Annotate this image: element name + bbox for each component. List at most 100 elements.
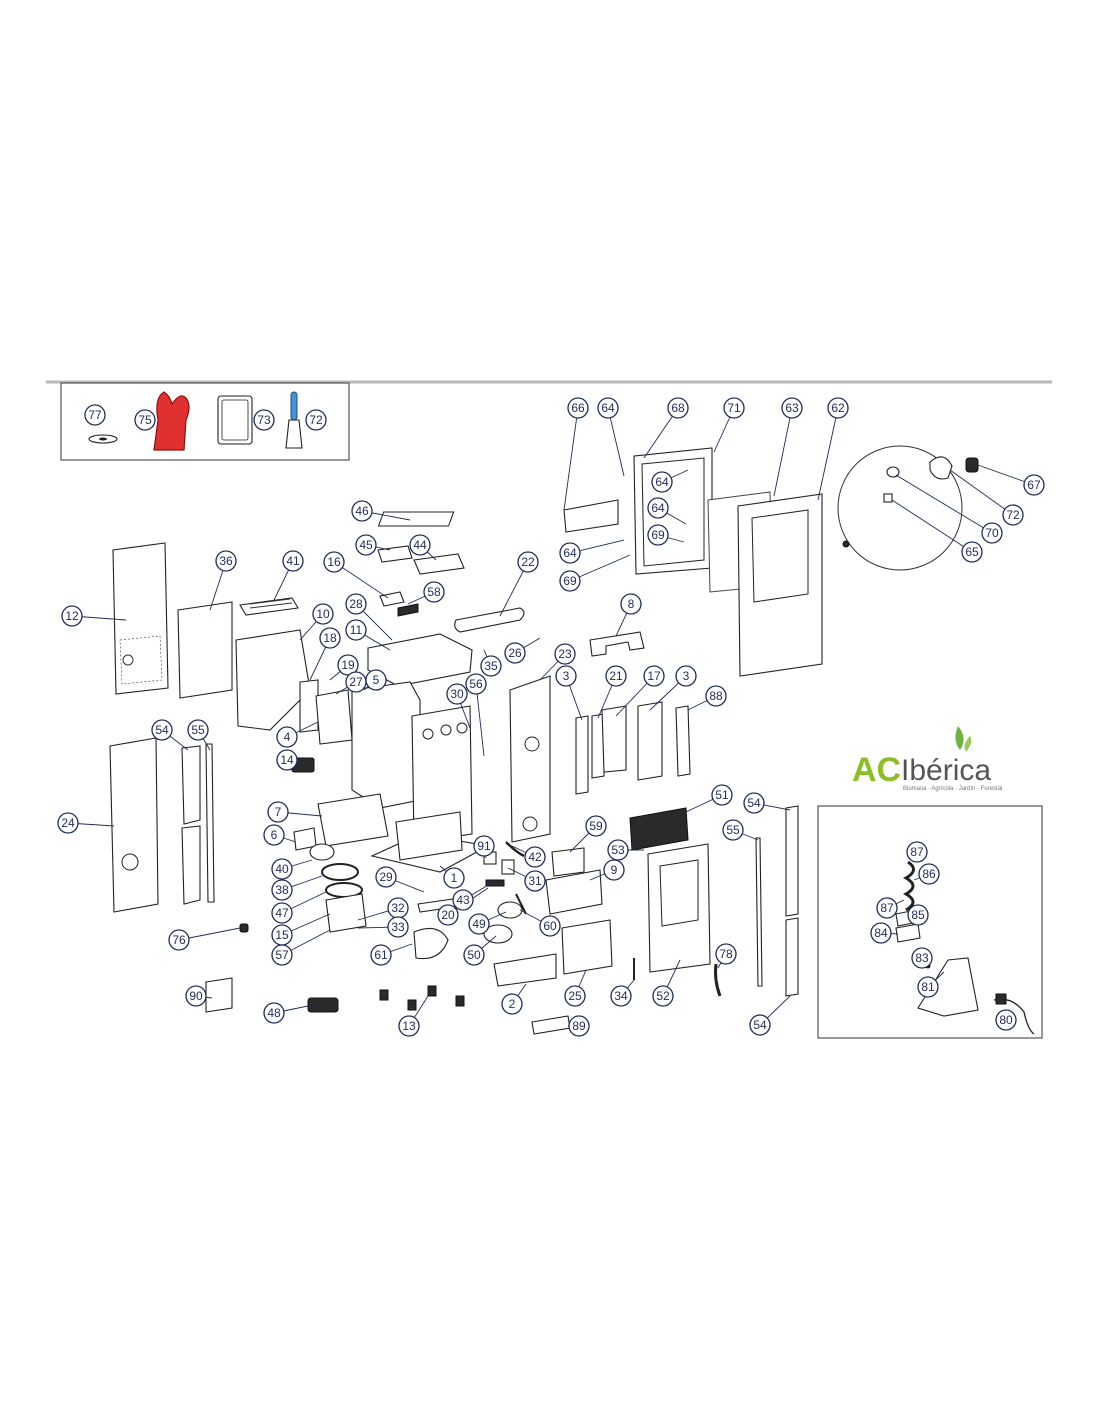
leader-line	[475, 683, 485, 757]
callout-90: 90	[185, 985, 207, 1007]
callout-circle	[906, 841, 928, 863]
callout-circle	[568, 1015, 590, 1037]
callout-64: 64	[647, 497, 669, 519]
callout-13: 13	[398, 1015, 420, 1037]
grid-25	[561, 919, 613, 975]
callout-circle	[711, 784, 733, 806]
callout-circle	[423, 581, 445, 603]
fan-50	[483, 924, 513, 944]
callout-number: 22	[521, 555, 535, 569]
callout-number: 24	[61, 816, 75, 830]
callout-number: 89	[572, 1019, 586, 1033]
callout-number: 70	[985, 526, 999, 540]
element-60	[515, 893, 527, 915]
motor-49	[497, 901, 523, 919]
callout-87: 87	[906, 841, 928, 863]
callout-circle	[263, 824, 285, 846]
callout-circle	[276, 726, 298, 748]
callout-circle	[651, 471, 673, 493]
callout-26: 26	[504, 642, 526, 664]
callout-80: 80	[995, 1009, 1017, 1031]
callout-circle	[620, 593, 642, 615]
callout-number: 43	[456, 893, 470, 907]
callout-number: 38	[275, 883, 289, 897]
callout-58: 58	[423, 581, 445, 603]
callout-circle	[185, 985, 207, 1007]
callout-number: 44	[413, 538, 427, 552]
callout-54: 54	[743, 792, 765, 814]
callout-circle	[465, 673, 487, 695]
pin-65	[883, 493, 893, 503]
manual-booklet	[217, 395, 253, 445]
cable-42	[505, 841, 525, 858]
callout-77: 77	[84, 404, 106, 426]
callout-number: 78	[719, 947, 733, 961]
callout-number: 48	[267, 1006, 281, 1020]
plate-21	[591, 713, 605, 779]
callout-number: 72	[309, 413, 323, 427]
callout-number: 90	[189, 989, 203, 1003]
callout-55: 55	[187, 719, 209, 741]
callout-circle	[437, 904, 459, 926]
callout-circle	[907, 904, 929, 926]
callout-41: 41	[282, 550, 304, 572]
callout-number: 35	[484, 659, 498, 673]
callout-circle	[667, 397, 689, 419]
callout-50: 50	[463, 944, 485, 966]
callout-number: 30	[450, 687, 464, 701]
callout-4: 4	[276, 726, 298, 748]
callout-88: 88	[705, 685, 727, 707]
tray-89	[531, 1015, 571, 1035]
callout-number: 3	[563, 669, 570, 683]
callout-number: 21	[609, 669, 623, 683]
callout-32: 32	[387, 897, 409, 919]
hinge-detail-circle	[837, 445, 963, 571]
callout-circle	[723, 397, 745, 419]
callout-48: 48	[263, 1002, 285, 1024]
callout-68: 68	[667, 397, 689, 419]
callout-24: 24	[57, 812, 79, 834]
callout-number: 32	[391, 901, 405, 915]
strip-54c	[785, 805, 799, 917]
callout-67: 67	[1023, 474, 1045, 496]
callout-15: 15	[271, 924, 293, 946]
callout-number: 75	[138, 413, 152, 427]
callout-number: 34	[614, 989, 628, 1003]
front-door-52	[647, 843, 711, 973]
callout-number: 66	[571, 401, 585, 415]
callout-number: 12	[65, 609, 79, 623]
feet-13	[379, 985, 465, 1011]
leader-line	[333, 561, 389, 599]
callout-circle	[749, 1014, 771, 1036]
callout-number: 23	[558, 647, 572, 661]
detail-frame	[817, 805, 1043, 1039]
callout-circle	[918, 863, 940, 885]
callout-36: 36	[215, 550, 237, 572]
callout-number: 88	[709, 689, 723, 703]
callout-number: 54	[747, 796, 761, 810]
callout-circle	[559, 542, 581, 564]
callout-circle	[375, 866, 397, 888]
side-plate-3a	[575, 715, 589, 795]
callout-number: 47	[275, 906, 289, 920]
callout-52: 52	[652, 985, 674, 1007]
callout-number: 9	[611, 863, 618, 877]
callout-78: 78	[715, 943, 737, 965]
callout-number: 64	[655, 475, 669, 489]
hopper-side-10	[235, 629, 311, 731]
callout-14: 14	[276, 749, 298, 771]
arch-8	[589, 631, 645, 657]
leader-line	[569, 554, 631, 582]
callout-54: 54	[151, 719, 173, 741]
callout-19: 19	[337, 654, 359, 676]
callout-72: 72	[1002, 504, 1024, 526]
callout-circle	[876, 897, 898, 919]
callout-circle	[355, 534, 377, 556]
callout-number: 36	[219, 554, 233, 568]
callout-87: 87	[876, 897, 898, 919]
callout-60: 60	[539, 915, 561, 937]
callout-number: 53	[611, 843, 625, 857]
callout-circle	[443, 867, 465, 889]
